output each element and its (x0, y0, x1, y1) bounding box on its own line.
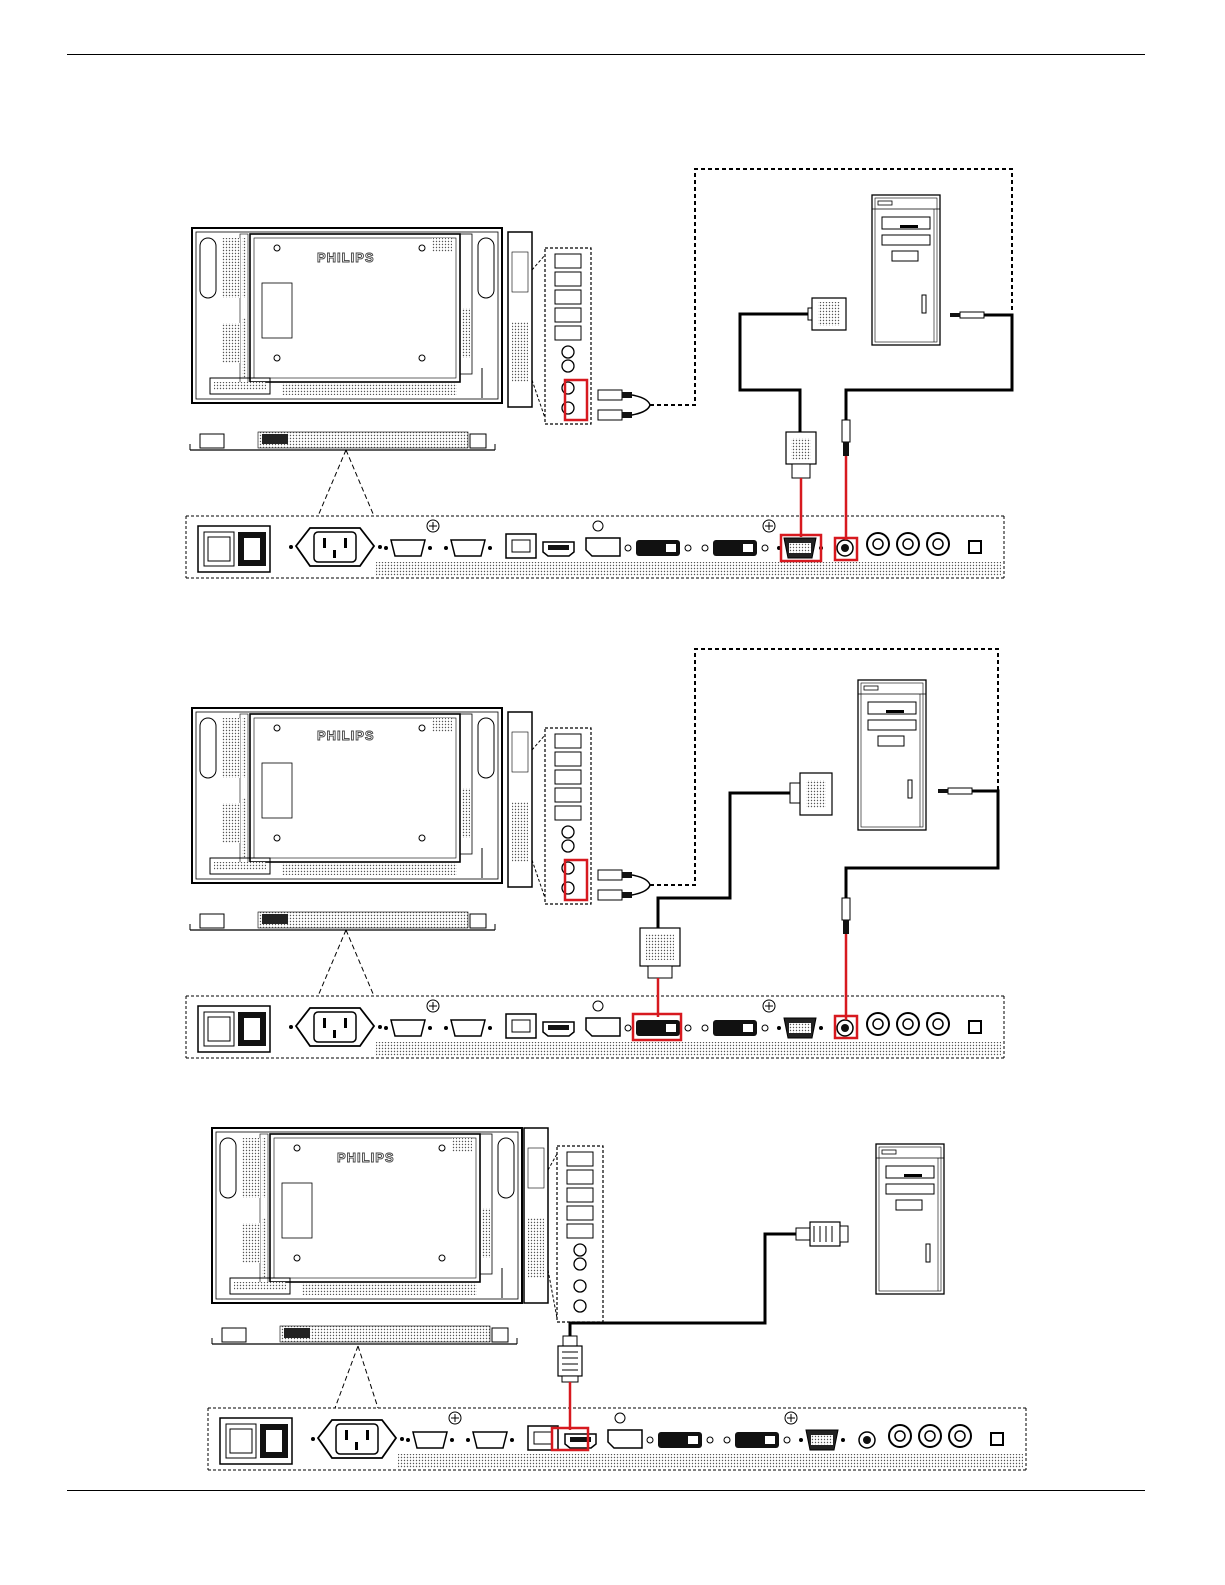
side-panel-zoom (545, 248, 591, 424)
rca-plug-icon (598, 390, 632, 420)
vga-plug-bottom (786, 432, 816, 478)
audio-out-cable-dashed (650, 169, 1012, 405)
diagram-dvi-connection: PHILIPS (0, 640, 1225, 1070)
diagram-hdmi-connection: PHILIPS (0, 1100, 1225, 1480)
dvi-connector-icon (790, 773, 832, 815)
display-bottom-icon (190, 432, 495, 450)
display-bottom-icon (190, 912, 495, 930)
hdmi-connector-icon (796, 1222, 848, 1246)
brand-logo: PHILIPS (317, 728, 375, 743)
computer-tower-icon (872, 195, 940, 345)
display-side-icon (508, 712, 532, 887)
display-side-icon (524, 1128, 548, 1303)
port-strip-zoom (186, 516, 1004, 578)
audio-jack-icon (948, 788, 972, 794)
brand-logo: PHILIPS (337, 1150, 395, 1165)
dvi-plug-bottom (640, 928, 680, 978)
brand-logo: PHILIPS (317, 250, 375, 265)
audio-jack-icon (950, 312, 984, 318)
bottom-rule (67, 1490, 1145, 1491)
computer-tower-icon (876, 1144, 944, 1294)
top-rule (67, 54, 1145, 55)
side-panel-zoom (557, 1146, 603, 1322)
hdmi-plug-bottom (558, 1336, 582, 1382)
rca-plug-icon (598, 870, 632, 900)
port-strip-zoom (186, 996, 1004, 1058)
audio-out-cable-dashed (650, 649, 998, 885)
port-strip-zoom (208, 1408, 1026, 1470)
diagram-vga-connection: PHILIPS (0, 160, 1225, 590)
side-panel-zoom (545, 728, 591, 904)
vga-connector-icon (808, 298, 846, 330)
display-bottom-icon (212, 1326, 517, 1344)
computer-tower-icon (858, 680, 926, 830)
display-side-icon (508, 232, 532, 407)
